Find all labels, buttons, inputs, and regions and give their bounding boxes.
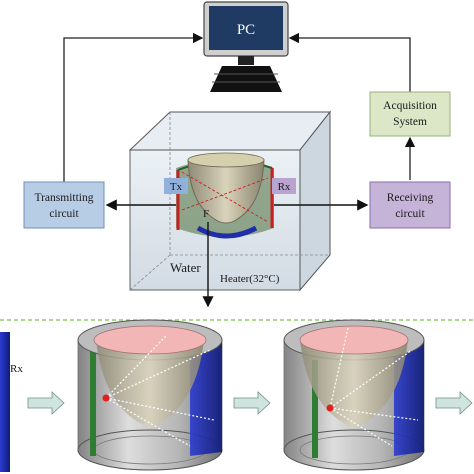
- heater-label: Heater(32°C): [220, 273, 280, 285]
- flow-arrow-1: [27, 391, 65, 415]
- acquisition-to-pc-line: [288, 32, 411, 92]
- pc-icon: [203, 1, 289, 92]
- pc-label: PC: [237, 22, 255, 38]
- flow-arrow-2: [233, 391, 271, 415]
- left-partial-ring: [0, 332, 10, 472]
- rx-left-label: Rx: [10, 363, 23, 375]
- acquisition-system-box: [369, 91, 451, 137]
- tx-label: Tx: [170, 181, 183, 193]
- cylinder-1-green-strip: [90, 350, 96, 456]
- rx-label: Rx: [278, 181, 291, 193]
- transmitting-label-line2: circuit: [49, 208, 79, 220]
- tx-tag: [164, 178, 188, 194]
- cylinder-2-green-strip: [312, 360, 318, 458]
- acquisition-label-line2: System: [393, 116, 427, 128]
- receiving-circuit-box: [369, 181, 451, 229]
- focus-label: F: [203, 208, 209, 220]
- flow-arrow-3: [435, 391, 473, 415]
- transmitting-label-line1: Transmitting: [34, 192, 93, 204]
- transmitting-circuit-box: [23, 181, 105, 229]
- cylinder-2-focus-dot: [326, 404, 334, 412]
- receiving-label-line1: Receiving: [387, 192, 434, 204]
- pc-keyboard: [210, 66, 282, 92]
- transmit-to-pc-line: [63, 32, 204, 188]
- rx-tag: [272, 178, 296, 194]
- water-label: Water: [170, 260, 201, 275]
- cylinder-step-1: [77, 319, 223, 471]
- receiving-label-line2: circuit: [395, 208, 425, 220]
- rotation-arrow: [196, 225, 258, 239]
- transducer-ring: [176, 152, 274, 239]
- cylinder-1-focus-dot: [102, 394, 110, 402]
- pc-screen: [209, 6, 283, 50]
- acquisition-label-line1: Acquisition: [383, 100, 437, 112]
- cylinder-step-2: [283, 319, 425, 471]
